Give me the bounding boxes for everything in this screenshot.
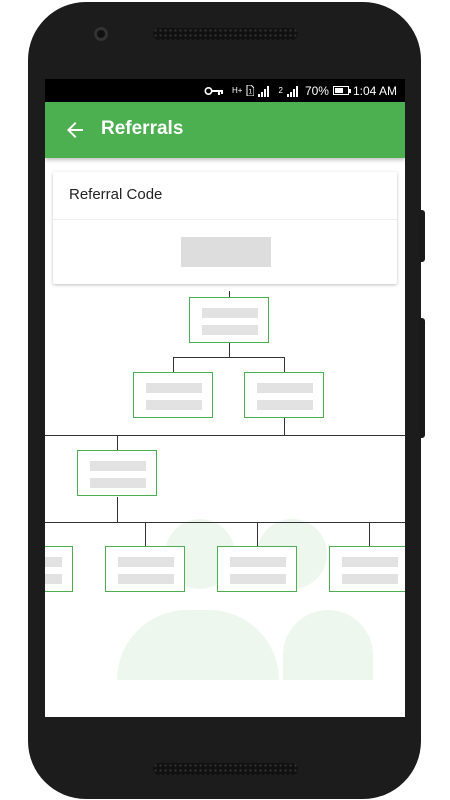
screen: H+ 1 2 70% 1:04 AM Referrals R [45, 79, 405, 717]
network-type-badge: H+ [232, 86, 243, 95]
tree-connector [45, 435, 405, 436]
referral-node[interactable] [217, 546, 297, 592]
signal-icon [286, 85, 301, 97]
people-watermark-icon [283, 610, 373, 680]
referral-node[interactable] [105, 546, 185, 592]
clock: 1:04 AM [352, 83, 397, 98]
battery-icon [332, 86, 351, 95]
tree-connector [229, 291, 230, 297]
page-title: Referrals [101, 118, 184, 139]
status-bar: H+ 1 2 70% 1:04 AM [45, 79, 405, 102]
tree-connector [369, 522, 370, 546]
battery-percent: 70% [304, 83, 329, 98]
card-divider [53, 219, 397, 220]
tree-connector [117, 497, 118, 522]
tree-connector [173, 357, 285, 358]
front-camera [94, 27, 108, 41]
sim-icon: 1 [246, 85, 255, 96]
volume-button [419, 318, 425, 438]
tree-connector [145, 522, 146, 546]
tree-connector [229, 342, 230, 357]
referral-node[interactable] [189, 297, 269, 343]
referral-node[interactable] [77, 450, 157, 496]
referral-code-value[interactable] [181, 237, 271, 267]
referral-code-card: Referral Code [53, 172, 397, 284]
tree-connector [45, 522, 405, 523]
referral-tree [45, 288, 405, 717]
sim-slot-badge: 2 [278, 86, 283, 95]
tree-connector [173, 357, 174, 372]
referral-node[interactable] [45, 546, 73, 592]
referral-node[interactable] [329, 546, 405, 592]
tree-connector [257, 522, 258, 546]
tree-connector [284, 418, 285, 435]
back-arrow-icon[interactable] [63, 118, 87, 142]
app-bar: Referrals [45, 102, 405, 158]
people-watermark-icon [117, 610, 279, 680]
vpn-key-icon [204, 86, 224, 95]
svg-text:1: 1 [249, 89, 253, 96]
tree-connector [117, 435, 118, 450]
signal-icon [258, 85, 272, 97]
tree-connector [284, 357, 285, 372]
referral-code-label: Referral Code [69, 186, 163, 203]
top-speaker [153, 28, 298, 40]
bottom-speaker [153, 763, 298, 775]
referral-node[interactable] [244, 372, 324, 418]
referral-node[interactable] [133, 372, 213, 418]
power-button [419, 210, 425, 262]
